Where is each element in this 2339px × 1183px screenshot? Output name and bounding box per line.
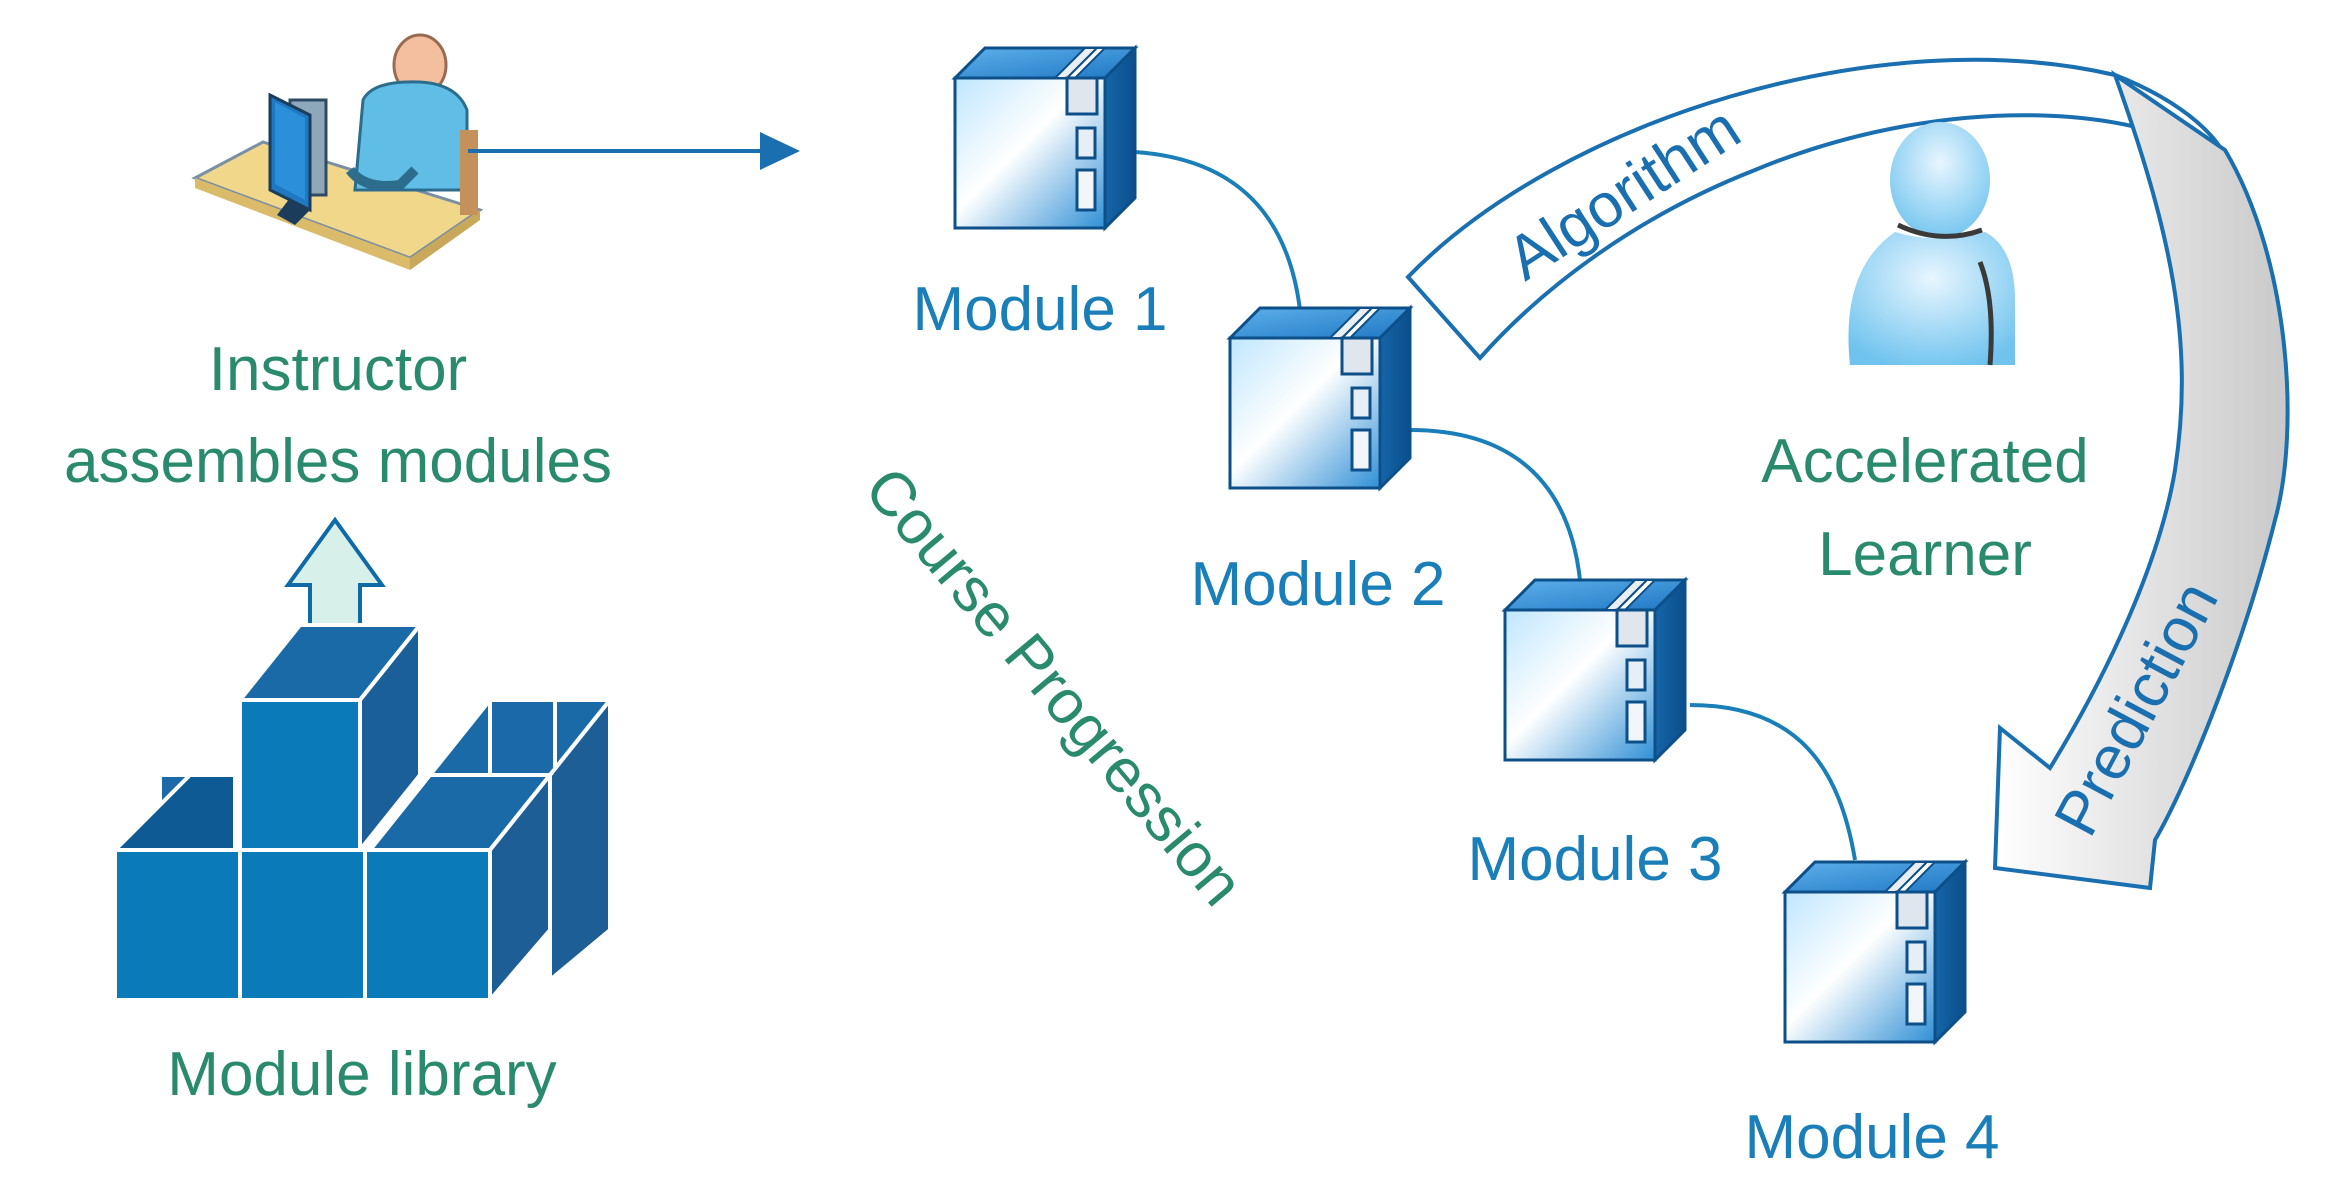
module-cube-2-icon xyxy=(1228,306,1412,490)
instructor-label-line2: assembles modules xyxy=(64,427,612,496)
module-connectors xyxy=(1134,150,1857,861)
learner-person-icon xyxy=(1848,122,2015,366)
library-label: Module library xyxy=(167,1040,556,1109)
course-progression-label: Course Progression xyxy=(851,455,1256,919)
module-cube-1-icon xyxy=(953,46,1137,230)
learner-label-line1: Accelerated xyxy=(1761,427,2088,496)
learner-label-line2: Learner xyxy=(1818,520,2032,589)
module-1-label: Module 1 xyxy=(912,275,1167,344)
module-cube-3-icon xyxy=(1503,578,1687,762)
instructor-at-desk-icon xyxy=(191,33,484,270)
module-4-label: Module 4 xyxy=(1744,1103,1999,1172)
algorithm-arrow xyxy=(1405,57,2229,362)
module-cube-4-icon xyxy=(1783,860,1967,1044)
prediction-arrow xyxy=(1992,69,2290,891)
assembly-arrow xyxy=(468,132,800,170)
module-3-label: Module 3 xyxy=(1467,825,1722,894)
instructor-label-line1: Instructor xyxy=(209,335,467,404)
stacked-blocks-icon xyxy=(110,619,615,1006)
module-2-label: Module 2 xyxy=(1190,550,1445,619)
